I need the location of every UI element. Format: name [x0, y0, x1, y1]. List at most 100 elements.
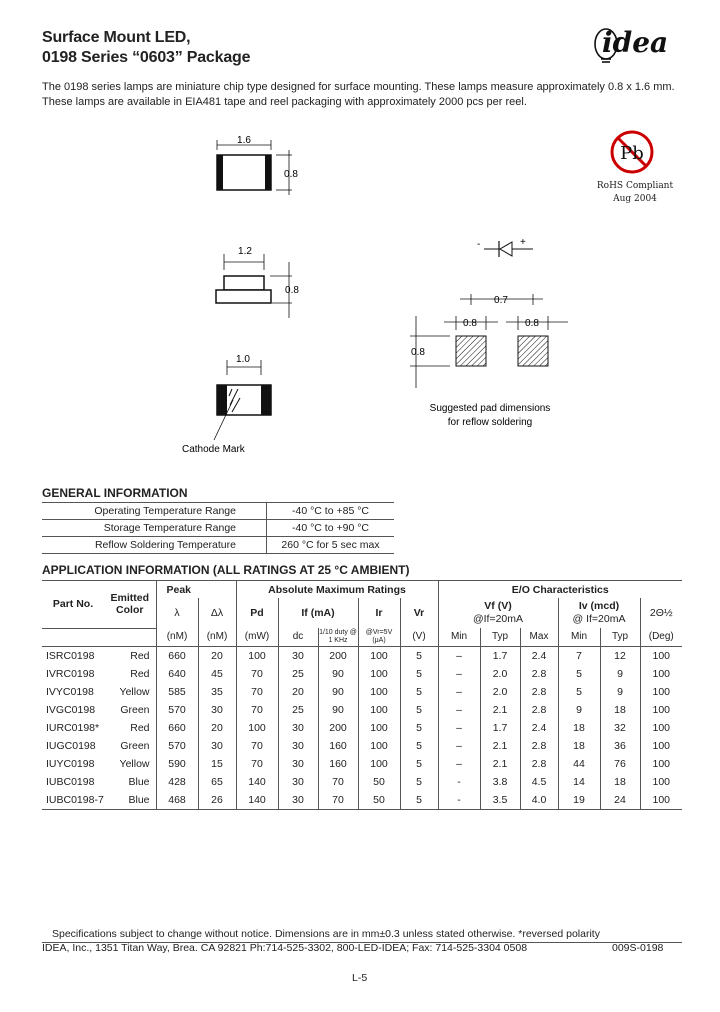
spec-note: Specifications subject to change without…	[52, 928, 600, 940]
diode-minus-label: -	[477, 239, 480, 250]
peak-wavelength-cell: 660	[155, 646, 198, 665]
iv-min-cell: 9	[557, 700, 600, 719]
title-line-1: Surface Mount LED,	[42, 29, 191, 46]
emitted-color-cell: Yellow	[119, 685, 150, 698]
view-angle-cell: 100	[639, 700, 682, 719]
iv-min-cell: 44	[557, 754, 600, 773]
rohs-line-2: Aug 2004	[613, 194, 657, 204]
iv-typ-cell: 32	[599, 718, 640, 737]
emitted-color-cell: Blue	[104, 790, 156, 810]
emitted-color-cell: Red	[130, 649, 150, 662]
units-blank-cell	[104, 628, 156, 646]
vf-max-cell: 4.5	[519, 772, 558, 791]
peak-wavelength-cell: 468	[155, 790, 198, 810]
vf-typ-cell: 2.0	[479, 664, 520, 683]
table-header-row: Part No. Emitted Color Peak Absolute Max…	[42, 580, 682, 629]
vr-unit: (V)	[399, 628, 438, 646]
peak-wavelength-cell: 570	[155, 736, 198, 755]
pad-height-label: 0.8	[411, 347, 425, 358]
vf-min-cell: –	[437, 664, 480, 683]
vf-max-cell: 2.8	[519, 754, 558, 773]
general-label-cell: Operating Temperature Range	[42, 502, 267, 520]
view-angle-cell: 100	[639, 790, 682, 810]
if-dc-cell: 30	[277, 790, 318, 810]
bulb-icon	[594, 28, 618, 63]
pd-unit: (mW)	[235, 628, 278, 646]
abs-max-ratings-header: Absolute Maximum Ratings	[235, 580, 438, 598]
vf-min-cell: –	[437, 646, 480, 665]
ir-cell: 50	[357, 772, 400, 791]
spectral-width-cell: 30	[197, 736, 236, 755]
ir-cell: 100	[357, 754, 400, 773]
vr-cell: 5	[399, 790, 438, 810]
vf-max-cell: 2.8	[519, 700, 558, 719]
pad-caption-line-1: Suggested pad dimensions	[430, 403, 551, 414]
general-label-cell: Storage Temperature Range	[42, 519, 267, 537]
spectral-width-cell: 20	[197, 718, 236, 737]
vf-typ-cell: 2.1	[479, 700, 520, 719]
pd-cell: 70	[235, 664, 278, 683]
vr-cell: 5	[399, 772, 438, 791]
idea-logo: idea	[594, 24, 668, 63]
view-angle-cell: 100	[639, 682, 682, 701]
iv-min-cell: 18	[557, 736, 600, 755]
iv-min-cell: 19	[557, 790, 600, 810]
iv-typ-cell: 76	[599, 754, 640, 773]
emitted-color-cell: Blue	[128, 775, 150, 788]
intro-line-2: These lamps are available in EIA481 tape…	[42, 96, 527, 108]
pd-cell: 100	[235, 718, 278, 737]
part-no-header: Part No.	[42, 580, 104, 629]
vf-min-cell: –	[437, 736, 480, 755]
lambda-header: λ	[155, 598, 198, 628]
view-angle-cell: 100	[639, 754, 682, 773]
vf-min-cell: -	[437, 790, 480, 810]
general-value-cell: 260 °C for 5 sec max	[266, 536, 394, 554]
if-dc-cell: 30	[277, 718, 318, 737]
company-address: IDEA, Inc., 1351 Titan Way, Brea. CA 928…	[42, 942, 528, 954]
pad-layout-drawing: 0.7 0.8 0.8 0.8 Suggested pad dimensions…	[410, 294, 568, 428]
emitted-color-cell: Green	[120, 703, 150, 716]
part-no-cell: IUBC0198-7	[42, 790, 104, 810]
pd-cell: 70	[235, 754, 278, 773]
vf-typ-cell: 3.8	[479, 772, 520, 791]
spectral-width-cell: 30	[197, 700, 236, 719]
iv-typ-unit: Typ	[599, 628, 640, 646]
vf-max-cell: 4.0	[519, 790, 558, 810]
delta-lambda-unit: (nM)	[197, 628, 236, 646]
pd-header: Pd	[235, 598, 278, 628]
top-width-label: 1.6	[237, 135, 251, 146]
vf-max-cell: 2.4	[519, 646, 558, 665]
spectral-width-cell: 26	[197, 790, 236, 810]
part-no-cell: IUGC0198	[46, 739, 96, 752]
emitted-color-cell: Red	[130, 667, 150, 680]
vf-typ-cell: 1.7	[479, 646, 520, 665]
part-no-cell: ISRC0198	[46, 649, 95, 662]
table-row: Storage Temperature Range -40 °C to +90 …	[42, 519, 394, 537]
side-height-label: 0.8	[285, 285, 299, 296]
cathode-mark-label: Cathode Mark	[182, 444, 246, 455]
peak-wavelength-cell: 660	[155, 718, 198, 737]
side-view-drawing: 1.2 0.8	[215, 246, 299, 318]
iv-condition: @ If=20mA	[572, 613, 626, 625]
duty-unit: 1/10 duty @ 1 KHz	[317, 628, 358, 646]
peak-wavelength-cell: 570	[155, 700, 198, 719]
pad-width-1-label: 0.8	[463, 318, 477, 329]
pd-cell: 70	[235, 736, 278, 755]
peak-wavelength-cell: 428	[155, 772, 198, 791]
application-info-table: Part No. Emitted Color Peak Absolute Max…	[42, 580, 682, 810]
vf-min-cell: –	[437, 682, 480, 701]
iv-min-cell: 18	[557, 718, 600, 737]
peak-header: Peak	[155, 580, 236, 598]
peak-wavelength-cell: 585	[155, 682, 198, 701]
page-number: L-5	[352, 972, 368, 984]
emitted-color-header: Emitted Color	[104, 580, 156, 629]
ir-cell: 100	[357, 664, 400, 683]
ir-header: Ir	[357, 598, 400, 628]
part-no-cell: IUYC0198	[46, 757, 95, 770]
bottom-view-drawing: 1.0 Cathode Mark	[182, 354, 272, 455]
if-pulse-cell: 90	[317, 664, 358, 683]
